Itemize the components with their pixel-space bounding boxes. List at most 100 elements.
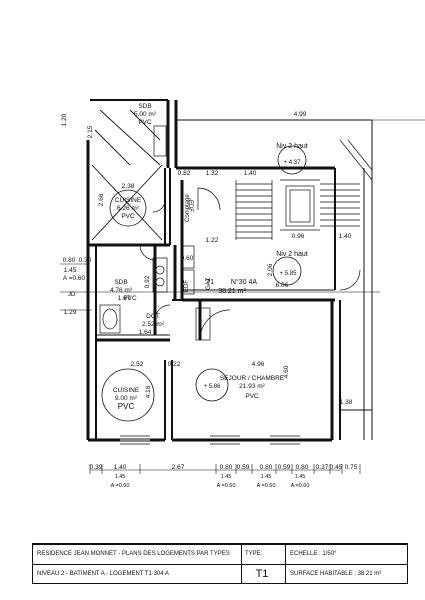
dimension-label: 4.16 <box>145 385 152 398</box>
dimension-label: 0.45 <box>330 464 343 471</box>
dimension-label: 1.45 <box>295 474 306 480</box>
staircase-left <box>235 180 273 240</box>
room-name: SEJOUR / CHAMBRE <box>220 375 285 382</box>
room-finish: PVC <box>121 213 135 220</box>
scale-label: ECHELLE : 1/50° <box>285 545 410 564</box>
staircase-right <box>280 139 373 231</box>
dimension-label: A =0.60 <box>63 275 86 282</box>
room-area: 9.00 m² <box>115 395 138 402</box>
dimension-label: 0.22 <box>168 361 181 368</box>
dimension-label: 1.45 <box>221 474 232 480</box>
room-markers <box>101 145 307 422</box>
dimension-label: 1.38 <box>340 399 353 406</box>
dimension-label: 2.15 <box>87 125 94 138</box>
bottom-dimensions: 0.39 1.40 2.67 0.80 0.59 0.80 0.59 0.80 … <box>90 464 358 489</box>
dimension-label: 0.60 <box>181 255 194 262</box>
annotation-labels: JD EDF Comptage EDF GAZ <box>68 194 212 298</box>
cross-out-marks <box>91 109 163 241</box>
dimension-label: 1.67 <box>118 295 131 302</box>
type-label: TYPE: <box>241 545 285 564</box>
room-name: DGT <box>146 313 160 320</box>
room-area: 2.52 m² <box>142 321 165 328</box>
room-area: 4.76 m² <box>110 287 133 294</box>
unit-labels: T1 N°30 4A 38.21 m² Niv 2 haut + 4.37 Ni… <box>204 143 308 390</box>
title-row-1: RESIDENCE JEAN MONNET - PLANS DES LOGEME… <box>33 545 407 565</box>
room-finish: PVC <box>123 295 137 302</box>
dimension-label: 1.64 <box>139 329 152 336</box>
dimension-label: 2.06 <box>267 263 274 276</box>
dimension-label: 0.80 <box>296 464 309 471</box>
dimension-label: 0.82 <box>178 170 191 177</box>
jd-label: JD <box>68 292 76 298</box>
dimension-label: 0.30 <box>79 257 92 264</box>
landing-level: + 5.85 <box>280 271 298 277</box>
dimension-label: 1.40 <box>339 233 352 240</box>
room-area: 21.93 m² <box>239 383 265 390</box>
dimension-label: 6.06 <box>276 282 289 289</box>
dimension-label: A =0.60 <box>291 483 310 489</box>
dimension-label: 2.66 <box>98 193 105 206</box>
edf-label: EDF <box>184 280 190 292</box>
room-name: SDB <box>114 279 127 286</box>
dimension-label: 1.45 <box>261 474 272 480</box>
dimension-label: 1.22 <box>206 237 219 244</box>
dimension-label: 1.32 <box>206 170 219 177</box>
room-area: 6.26 m² <box>117 205 140 212</box>
room-area: 5.00 m² <box>134 111 157 118</box>
gaz-label: GAZ <box>206 277 212 290</box>
unit-number: N°30 4A <box>231 278 257 286</box>
room-name: CUISINE <box>115 197 142 204</box>
dimension-label: 0.92 <box>144 275 151 288</box>
door-swings <box>139 187 361 341</box>
dimension-label: 2.52 <box>131 361 144 368</box>
dimension-label: 1.40 <box>114 464 127 471</box>
dimension-label: 2.67 <box>172 464 185 471</box>
dimension-label: 0.39 <box>90 464 103 471</box>
unit-area: 38.21 m² <box>218 288 246 295</box>
dimension-label: 1.29 <box>64 309 77 316</box>
dimension-label: A =0.60 <box>217 483 236 489</box>
dimension-label: 1.40 <box>244 170 257 177</box>
room-finish: PVC <box>118 402 135 411</box>
level-label: NIVEAU 2 - BATIMENT A - LOGEMENT T1 304 … <box>37 571 169 577</box>
dimension-label: 0.59 <box>278 464 291 471</box>
bottom-ticks <box>89 464 361 474</box>
dimension-label: 4.60 <box>283 365 290 378</box>
surface-label: SURFACE HABITABLE : 38.21 m² <box>285 565 410 584</box>
landing-label: Niv 2 haut <box>276 251 308 258</box>
type-value: T1 <box>241 565 282 584</box>
dimension-label: 1.45 <box>64 267 77 274</box>
room-name: SDB <box>138 103 151 110</box>
project-title: RESIDENCE JEAN MONNET - PLANS DES LOGEME… <box>37 551 230 557</box>
dimension-label: 4.96 <box>252 361 265 368</box>
comptage-label: Comptage <box>185 194 191 222</box>
landing-level: + 4.37 <box>284 160 302 166</box>
title-row-2: NIVEAU 2 - BATIMENT A - LOGEMENT T1 304 … <box>33 565 407 584</box>
title-block: RESIDENCE JEAN MONNET - PLANS DES LOGEME… <box>32 544 408 584</box>
landing-label: Niv 2 haut <box>276 143 308 150</box>
dimension-label: 0.59 <box>237 464 250 471</box>
dimension-label: 0.96 <box>292 233 305 240</box>
unit-type: T1 <box>206 279 214 286</box>
dimension-label: 4.99 <box>294 111 307 118</box>
dimension-labels: 4.99 1.20 2.15 0.82 1.32 1.40 2.38 2.66 … <box>61 111 353 406</box>
room-labels: SDB 5.00 m² PVC CUISINE 6.26 m² PVC SDB … <box>110 103 285 411</box>
room-level: + 5.86 <box>204 384 222 390</box>
dimension-label: 0.80 <box>220 464 233 471</box>
dimension-label: 1.45 <box>115 474 126 480</box>
dimension-label: 0.80 <box>63 257 76 264</box>
dimension-label: A =0.60 <box>257 483 276 489</box>
dimension-label: 1.20 <box>61 113 68 126</box>
dimension-label: 0.75 <box>345 464 358 471</box>
dimension-label: A =0.60 <box>111 483 130 489</box>
dimension-label: 0.80 <box>260 464 273 471</box>
room-name: CUISINE <box>113 387 140 394</box>
walls <box>86 99 373 445</box>
room-finish: PVC <box>245 393 259 400</box>
reference-lines <box>60 119 425 471</box>
dimension-label: 0.37 <box>316 464 329 471</box>
edf-label: EDF <box>187 200 193 212</box>
room-finish: PVC <box>138 119 152 126</box>
dimension-label: 2.38 <box>122 183 135 190</box>
